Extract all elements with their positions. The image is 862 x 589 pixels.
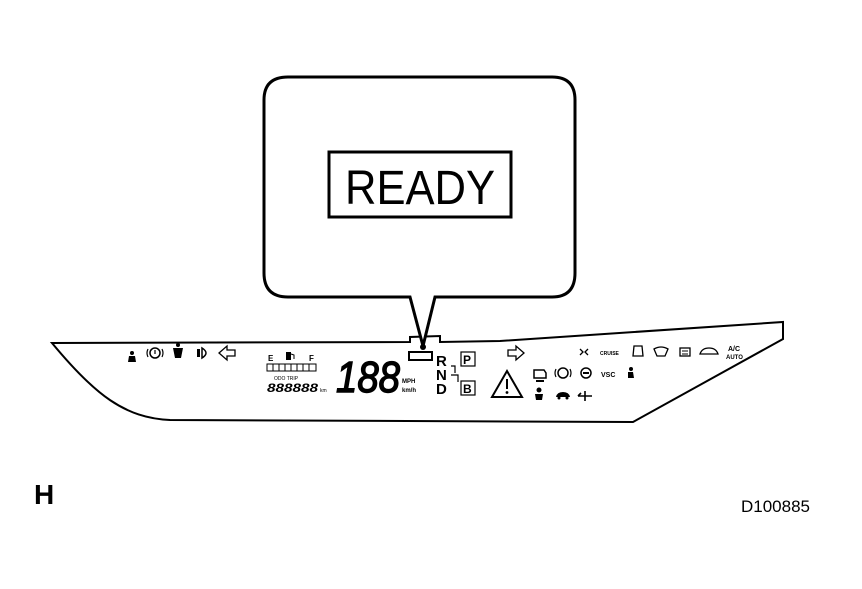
vsc-label: VSC <box>601 372 615 379</box>
right-turn-icon <box>507 344 525 362</box>
seat-icon <box>628 367 634 378</box>
speed-unit-kmh: km/h <box>402 388 416 394</box>
abs-icon <box>554 367 572 379</box>
trip-label: ODO TRIP <box>274 376 299 382</box>
airbag-icon <box>535 387 543 400</box>
gear-p-box <box>460 351 476 367</box>
headlight-icon <box>197 346 207 360</box>
ready-lamp <box>408 351 433 361</box>
slip-icon <box>556 392 570 400</box>
gear-pointer-marks <box>451 365 459 382</box>
ac-auto-label: AUTO <box>726 355 743 361</box>
cluster-display-outline <box>49 320 784 424</box>
gear-b-box <box>460 380 476 396</box>
master-warning-icon <box>490 368 524 398</box>
front-defog-icon <box>653 346 669 357</box>
fuel-empty-label: E <box>268 354 274 363</box>
gear-n: N <box>436 367 447 384</box>
engine-icon <box>533 369 547 382</box>
gear-p: P <box>463 353 471 367</box>
callout-pointer-dot <box>420 344 426 350</box>
speed-unit-mph: MPH <box>402 379 415 385</box>
ready-label: READY <box>345 162 495 215</box>
brake-hold-icon <box>580 367 592 379</box>
fuel-full-label: F <box>309 354 314 363</box>
section-letter: H <box>34 479 55 510</box>
gear-d: D <box>436 381 447 398</box>
ac-label: A/C <box>728 346 740 353</box>
oil-icon <box>173 343 183 358</box>
brake-icon <box>146 347 164 359</box>
rear-defog-icon <box>679 347 691 357</box>
cruise-label: CRUISE <box>600 351 620 357</box>
gear-r: R <box>436 353 447 370</box>
steering-icon <box>632 345 644 357</box>
ready-label-box <box>327 150 513 219</box>
left-turn-icon <box>218 344 236 362</box>
recirc-icon <box>699 347 719 355</box>
gear-b: B <box>463 382 472 396</box>
fuel-pump-icon <box>286 352 295 360</box>
odometer-unit: km <box>320 388 327 394</box>
tail-light-icon <box>579 348 589 356</box>
odometer-readout: 888888 <box>267 381 318 395</box>
seatbelt-icon <box>128 351 136 362</box>
fuel-gauge-bar <box>266 363 317 372</box>
speed-readout: 188 <box>336 353 400 402</box>
figure-code: D100885 <box>741 497 811 516</box>
battery-icon <box>577 391 592 401</box>
